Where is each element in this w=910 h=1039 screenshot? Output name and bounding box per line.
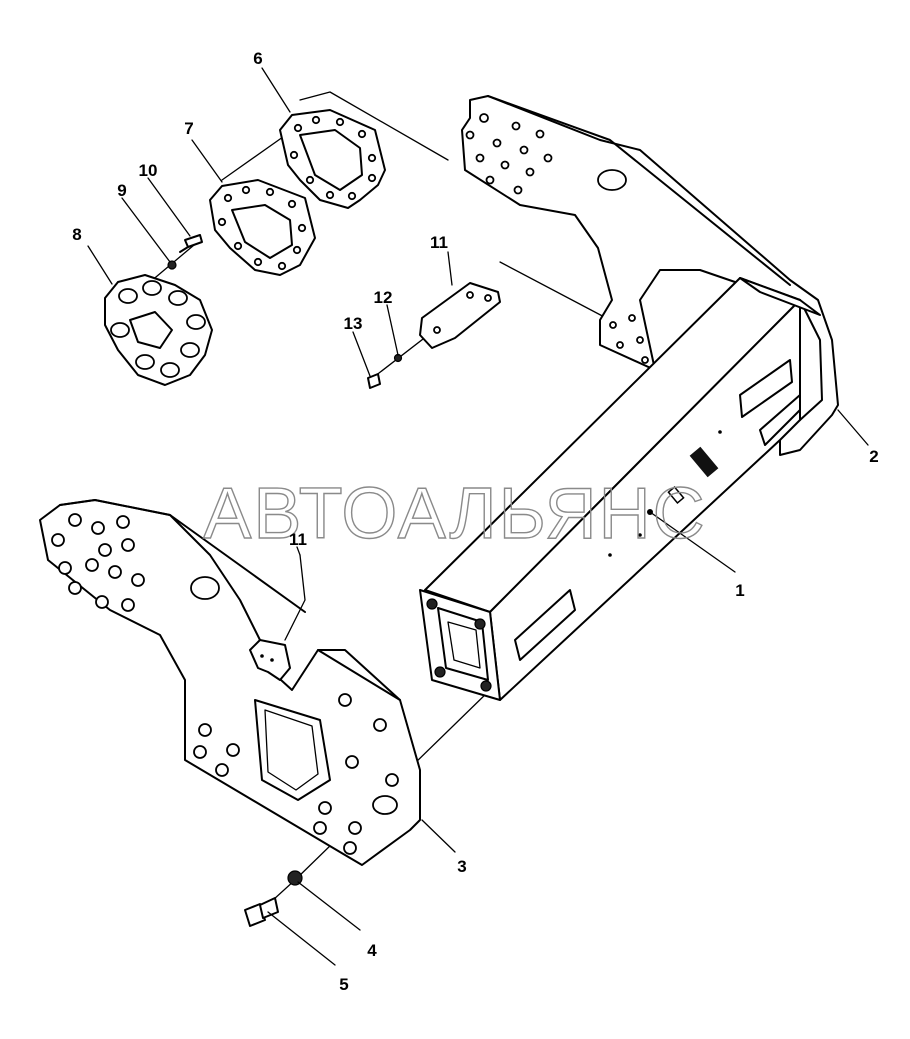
callout-1: 1: [735, 581, 744, 600]
part-7-plate: [209, 179, 316, 276]
part-8-coupling: [104, 274, 213, 386]
callout-leaders: [87, 67, 869, 966]
part-3-front-side-plate: [39, 499, 421, 866]
callout-2: 2: [869, 447, 878, 466]
part-11-bracket-upper: [419, 282, 501, 349]
part-2-rear-side-plate: [461, 95, 839, 456]
callout-11b: 11: [289, 530, 307, 549]
callout-5: 5: [339, 975, 348, 994]
callout-12: 12: [374, 288, 393, 307]
callout-3: 3: [457, 857, 466, 876]
part-10-bolt: [179, 234, 203, 253]
callout-13: 13: [344, 314, 363, 333]
part-13-bolt: [367, 373, 381, 389]
part-1-frame-beam: [419, 277, 821, 701]
watermark-text: АВТОАЛЬЯНС: [203, 474, 706, 554]
callout-11a: 11: [430, 233, 448, 252]
callout-4: 4: [367, 941, 377, 960]
part-6-plate: [279, 109, 386, 209]
part-9-washer: [167, 260, 177, 270]
front-plate-holes: [51, 513, 399, 855]
rear-plate-holes: [465, 113, 649, 364]
callout-7: 7: [184, 119, 193, 138]
callout-9: 9: [117, 181, 126, 200]
callout-6: 6: [253, 49, 262, 68]
callout-10: 10: [139, 161, 158, 180]
callout-labels: 1 2 3 4 5 6 7 8 9 10 11 11 12 13: [72, 49, 878, 994]
callout-8: 8: [72, 225, 81, 244]
part-5-bolt: [244, 897, 279, 927]
part-4-washer: [287, 870, 303, 886]
